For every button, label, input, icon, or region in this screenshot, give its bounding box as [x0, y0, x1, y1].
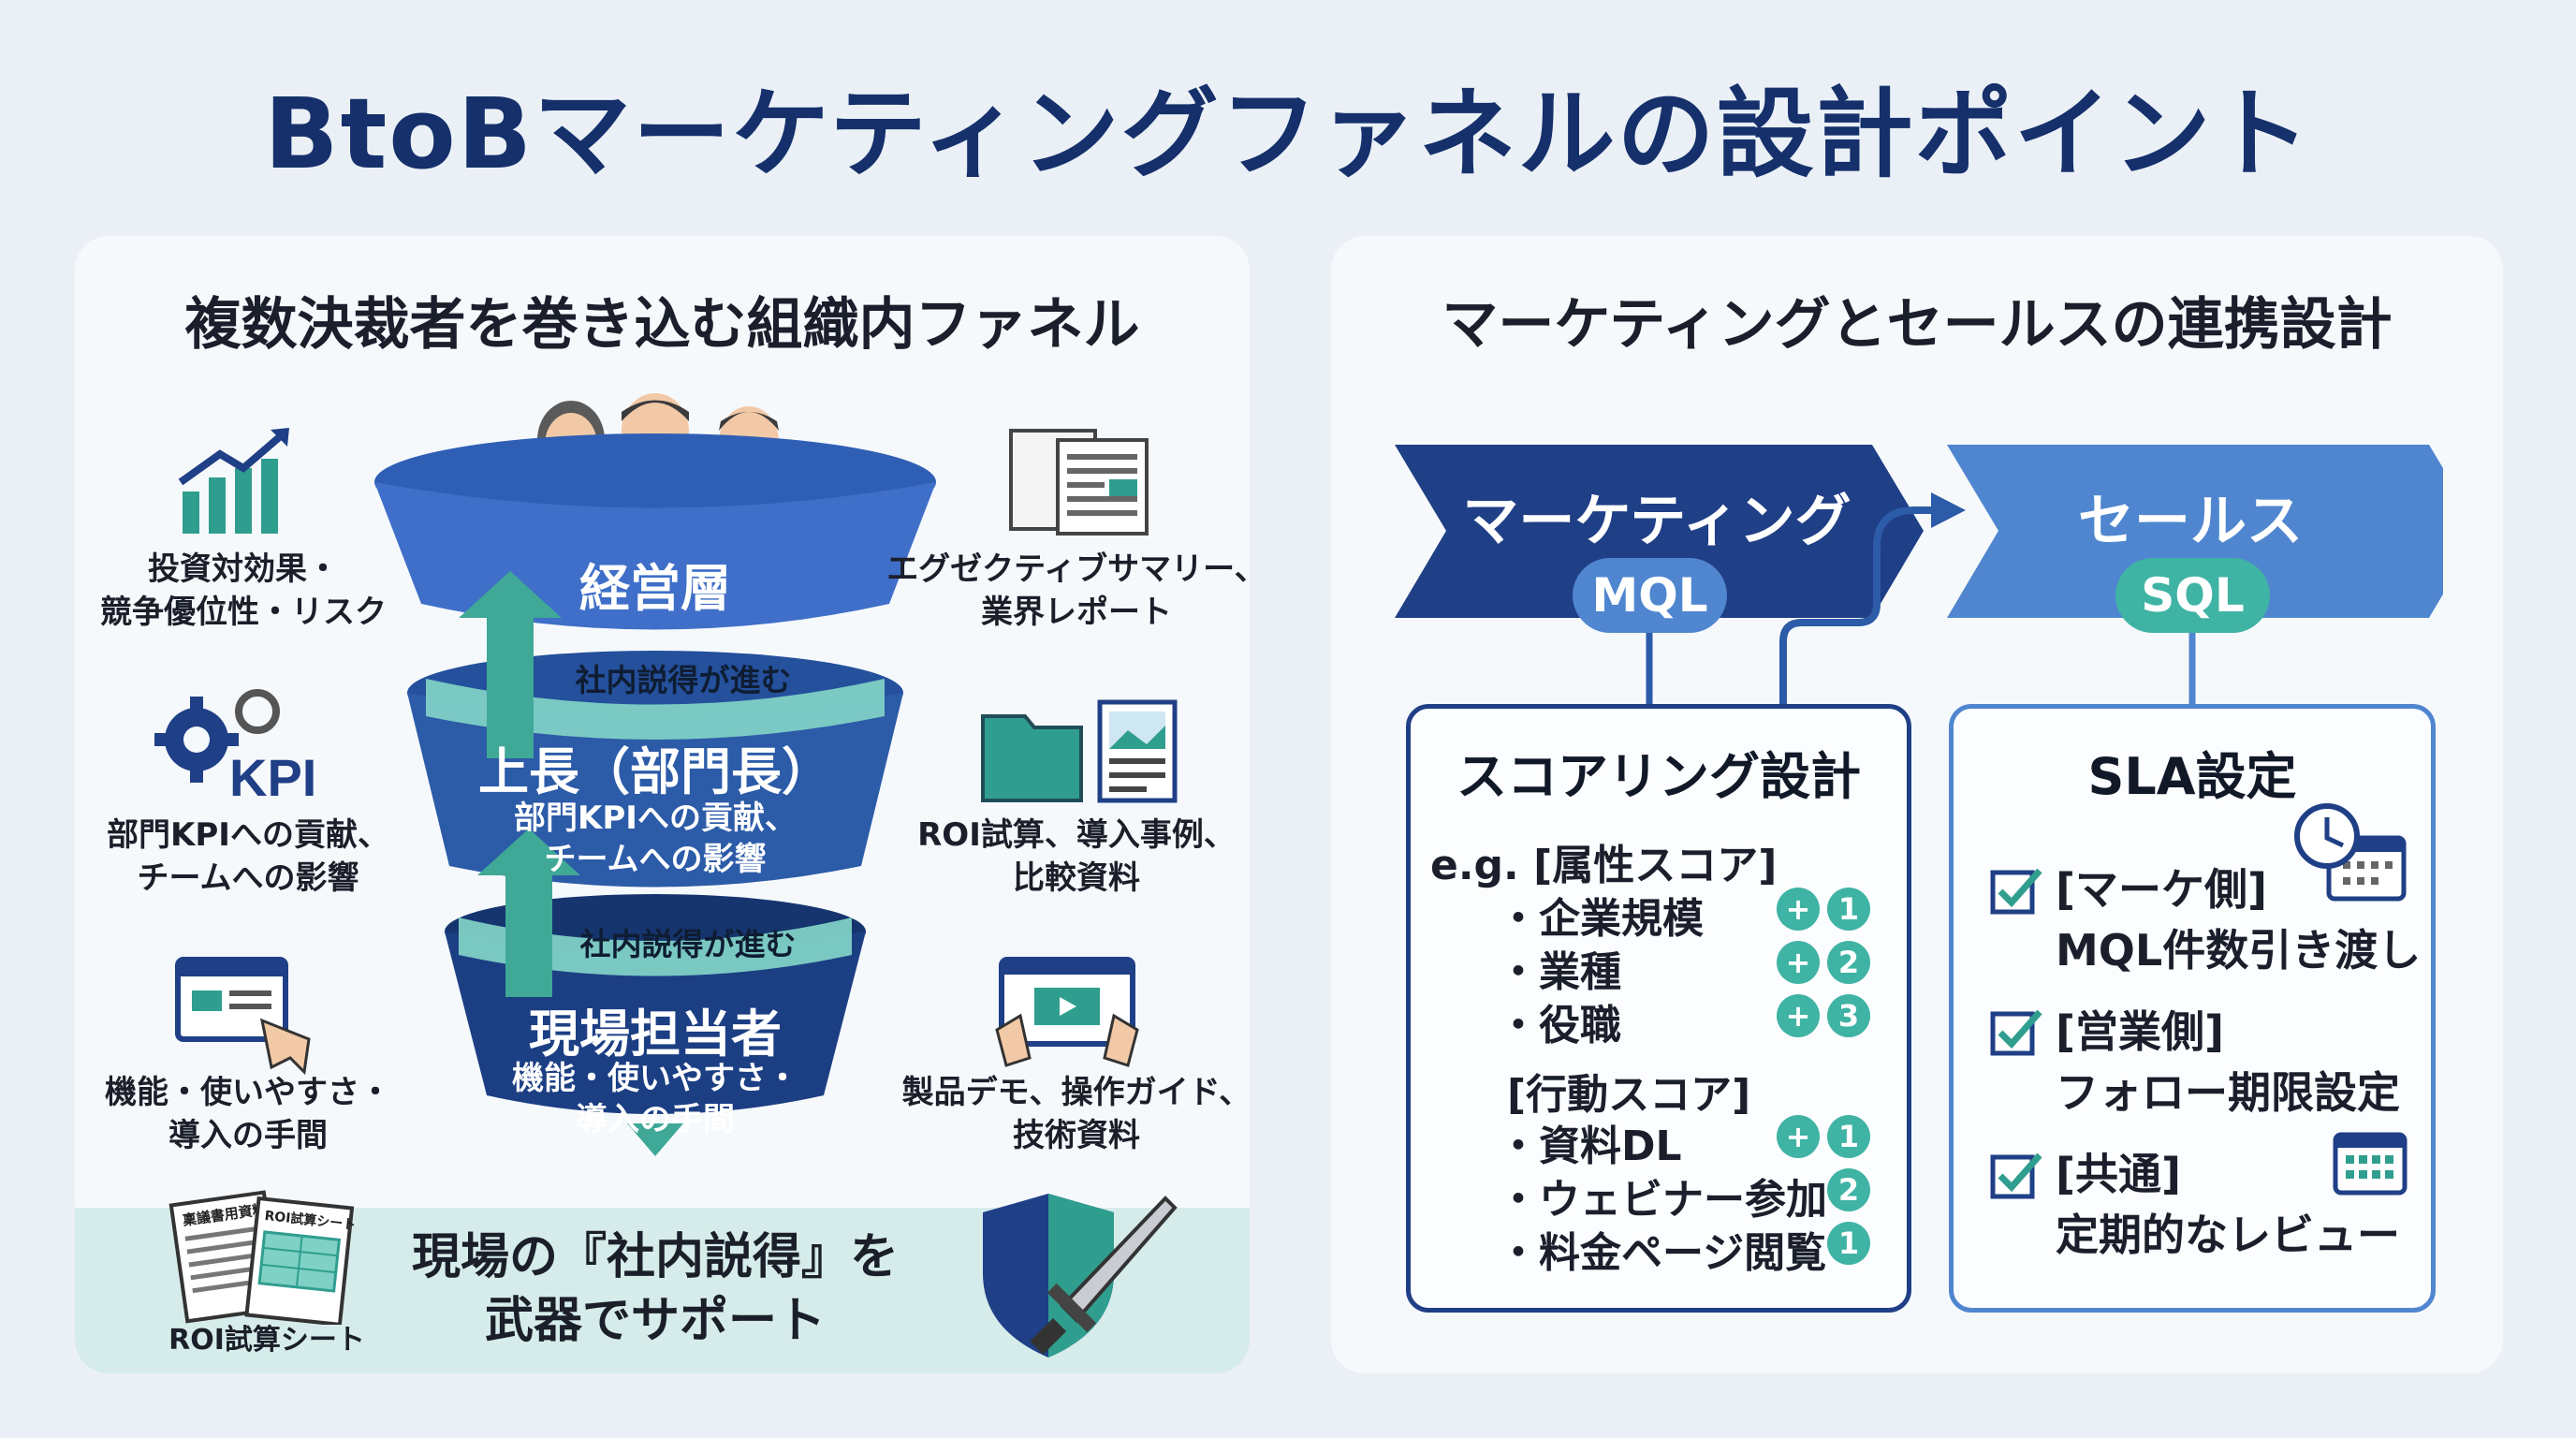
score-badge: 3 [1827, 994, 1870, 1037]
report-document-icon [1009, 429, 1149, 536]
right-label-manager: ROI試算、導入事例、 比較資料 [917, 816, 1236, 897]
scoring-title: スコアリング設計 [1456, 747, 1861, 806]
page-title: BtoBマーケティングファネルの設計ポイント [264, 77, 2312, 191]
left-label-manager: 部門KPIへの貢献、 チームへの影響 [107, 816, 389, 897]
sla-item: [マーケ側] MQL件数引き渡し [2056, 864, 2422, 976]
behavior-item: ・資料DL [1498, 1123, 1682, 1170]
funnel-mid-sub: 部門KPIへの貢献、 チームへの影響 [514, 800, 797, 879]
right-label-staff: 製品デモ、操作ガイド、 技術資料 [901, 1074, 1251, 1154]
roi-sheet-icon: 稟議書用資料 ROI試算シート [168, 1190, 356, 1325]
push-label-2: 社内説得が進む [579, 926, 797, 962]
marketing-label: マーケティング [1462, 489, 1852, 554]
plus-badge: + [1777, 1115, 1820, 1158]
left-panel-title: 複数決裁者を巻き込む組織内ファネル [184, 292, 1140, 358]
plus-badge: + [1777, 888, 1820, 931]
check-icon [1990, 1009, 2042, 1056]
up-arrow-1 [459, 571, 562, 758]
scoring-box [1406, 704, 1911, 1313]
check-icon [1990, 868, 2042, 915]
score-badge: 1 [1827, 888, 1870, 931]
marketing-chevron [1395, 445, 1924, 618]
clock-calendar-icon [2294, 803, 2407, 902]
right-panel-title: マーケティングとセールスの連携設計 [1442, 292, 2393, 358]
score-badge: 1 [1827, 1222, 1870, 1265]
attr-score-header: e.g. [属性スコア] [1430, 842, 1778, 889]
flow-diagram [1395, 445, 2443, 712]
sales-label: セールス [2078, 489, 2303, 554]
shield-sword-icon [983, 1194, 1178, 1357]
sales-chevron [1947, 445, 2438, 618]
sla-box [1949, 704, 2436, 1313]
sql-pill: SQL [2115, 558, 2270, 633]
svg-text:KPI: KPI [229, 748, 316, 805]
sla-title: SLA設定 [2087, 747, 2297, 806]
growth-chart-icon [178, 428, 289, 534]
attr-item: ・役職 [1498, 1002, 1621, 1049]
score-badge: 2 [1827, 941, 1870, 984]
kpi-gear-icon: KPI [154, 689, 316, 805]
behavior-item: ・ウェビナー参加 [1498, 1176, 1827, 1224]
funnel-bot-title: 現場担当者 [529, 1005, 782, 1064]
push-label-1: 社内説得が進む [575, 662, 792, 698]
score-badge: 2 [1827, 1168, 1870, 1211]
plus-badge: + [1777, 941, 1820, 984]
push-band-2 [459, 917, 852, 976]
roi-sheet-caption: ROI試算シート [168, 1324, 365, 1357]
demo-video-icon [995, 957, 1139, 1067]
sla-item: [共通] 定期的なレビュー [2056, 1149, 2400, 1261]
behavior-score-header: [行動スコア] [1507, 1071, 1751, 1119]
funnel-top-title: 経営層 [579, 559, 731, 618]
left-label-staff: 機能・使いやすさ・ 導入の手間 [105, 1074, 391, 1154]
funnel-mid-title: 上長（部門長） [478, 742, 832, 801]
attr-item: ・企業規模 [1498, 895, 1704, 943]
handoff-arrowhead [1931, 492, 1966, 528]
attr-item: ・業種 [1498, 948, 1621, 996]
down-arrow [627, 1123, 683, 1156]
push-band-1 [426, 679, 885, 740]
mql-pill: MQL [1573, 558, 1727, 633]
decision-funnel [374, 393, 936, 1156]
check-icon [1990, 1152, 2042, 1199]
right-label-executive: エグゼクティブサマリー、 業界レポート [886, 550, 1266, 631]
funnel-bot-sub: 機能・使いやすさ・ 導入の手間 [512, 1060, 798, 1139]
left-label-executive: 投資対効果・ 競争優位性・リスク [100, 550, 387, 631]
plus-badge: + [1777, 994, 1820, 1037]
up-arrow-2 [477, 829, 580, 997]
browser-click-icon [175, 957, 311, 1076]
sla-item: [営業側] フォロー期限設定 [2056, 1006, 2400, 1119]
behavior-item: ・料金ページ閲覧 [1498, 1229, 1827, 1277]
folder-image-icon [981, 699, 1178, 803]
mql-handoff-connector [1779, 506, 1938, 712]
calendar-icon [2333, 1132, 2408, 1196]
score-badge: 1 [1827, 1115, 1870, 1158]
support-message: 現場の『社内説得』を 武器でサポート [411, 1229, 899, 1349]
